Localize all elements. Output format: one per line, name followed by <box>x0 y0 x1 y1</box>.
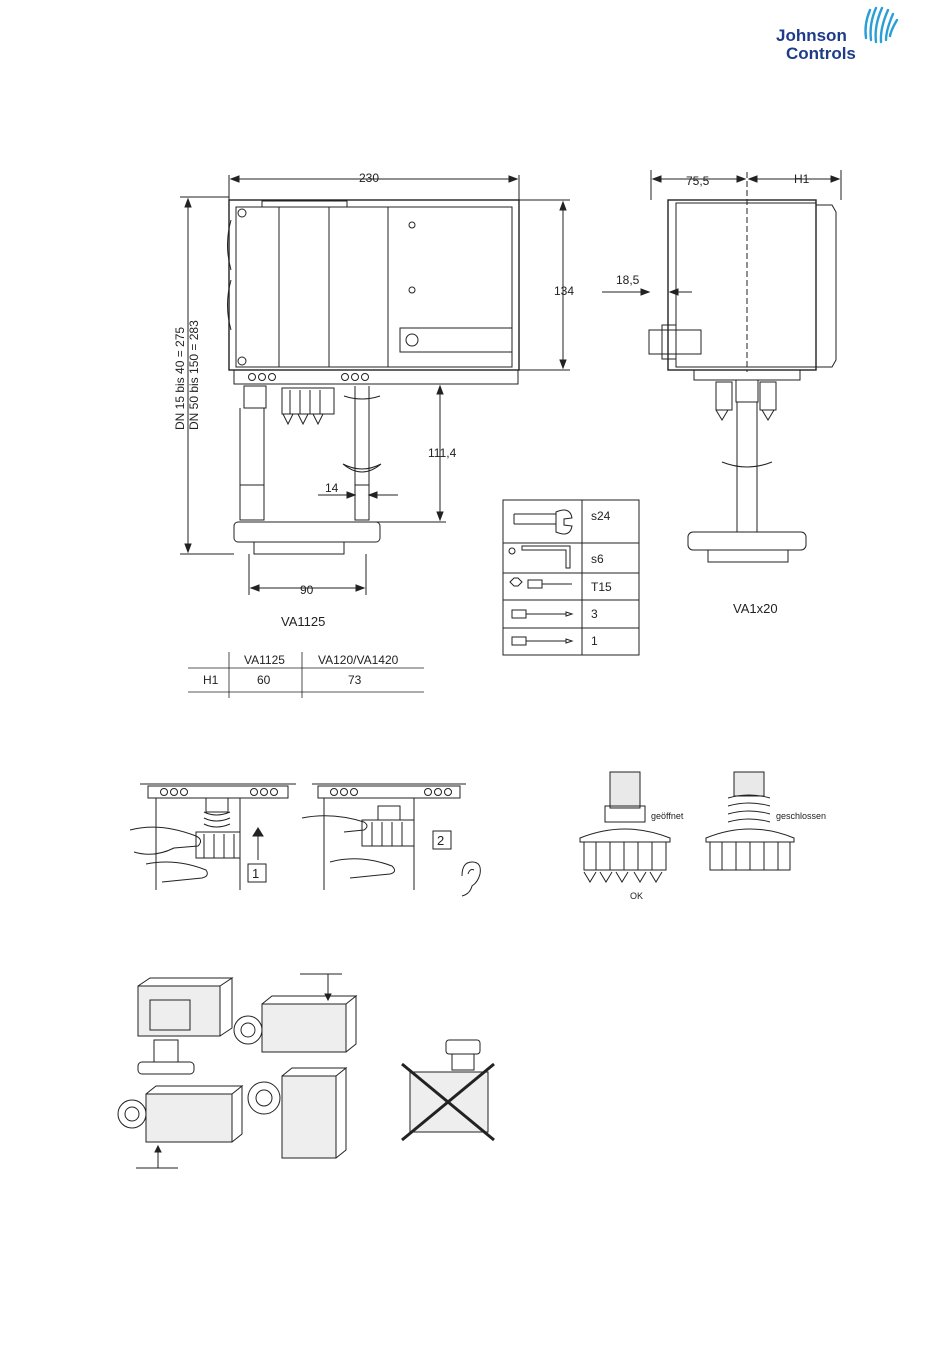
tool-size-4: 3 <box>591 607 598 621</box>
h1-table-col-2: VA120/VA1420 <box>318 653 399 667</box>
tool-size-1: s24 <box>591 509 611 523</box>
h1-table-col-1: VA1125 <box>244 653 285 667</box>
dim-dn-line1: DN 15 bis 40 = 275 <box>173 327 187 430</box>
step-1-label: 1 <box>252 866 259 881</box>
dim-depth: 75,5 <box>686 174 710 188</box>
va1125-front-drawing <box>180 175 570 595</box>
state-ok-label: OK <box>630 891 643 901</box>
h1-table-cell-1: 60 <box>257 673 271 687</box>
caption-va1x20: VA1x20 <box>733 601 778 616</box>
wrench-icon <box>514 510 572 534</box>
mounting-position-illustrations <box>118 974 494 1168</box>
dim-stroke: 111,4 <box>428 446 457 460</box>
torx-screwdriver-icon <box>510 578 572 588</box>
coupling-state-illustrations <box>580 772 794 882</box>
johnson-controls-logo: Johnson Controls <box>776 8 897 63</box>
tool-size-3: T15 <box>591 580 612 594</box>
dim-width: 230 <box>359 171 379 185</box>
screwdriver-icon <box>512 610 572 618</box>
dim-h1: H1 <box>794 172 810 186</box>
state-open-label: geöffnet <box>651 811 684 821</box>
ear-icon <box>462 862 480 896</box>
dim-dn-line2: DN 50 bis 150 = 283 <box>187 320 201 430</box>
h1-table-row-label: H1 <box>203 673 219 687</box>
state-closed-label: geschlossen <box>776 811 826 821</box>
dim-offset: 18,5 <box>616 273 640 287</box>
tool-size-2: s6 <box>591 552 604 566</box>
step-2-label: 2 <box>437 833 444 848</box>
logo-line2: Controls <box>786 44 856 63</box>
dim-height: 134 <box>554 284 574 298</box>
dim-rod: 14 <box>325 481 339 495</box>
tools-table <box>503 500 639 655</box>
hex-key-icon <box>509 546 570 568</box>
va1x20-side-drawing <box>602 170 841 562</box>
screwdriver-icon <box>512 637 572 645</box>
caption-va1125: VA1125 <box>281 614 325 629</box>
h1-table-cell-2: 73 <box>348 673 362 687</box>
tool-size-5: 1 <box>591 634 598 648</box>
dim-base: 90 <box>300 583 314 597</box>
logo-line1: Johnson <box>776 26 847 45</box>
mounting-step-illustrations <box>130 784 480 896</box>
logo-swoosh-icon <box>866 8 898 42</box>
